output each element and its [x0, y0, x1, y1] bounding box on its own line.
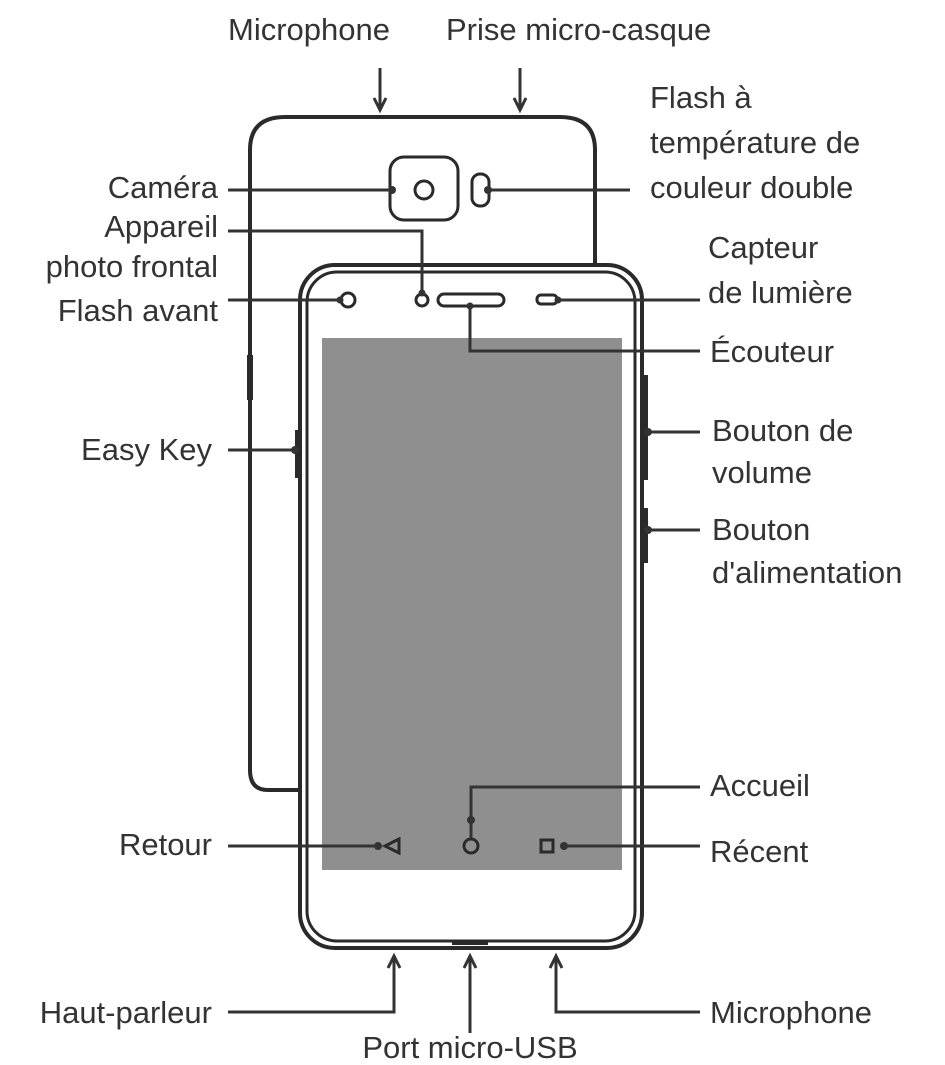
rear-camera-lens: [413, 179, 435, 201]
label-front-camera-1: Appareil: [104, 209, 218, 244]
label-earpiece: Écouteur: [710, 334, 834, 369]
leader-lines: [228, 68, 700, 1033]
label-speaker: Haut-parleur: [40, 995, 212, 1030]
label-camera: Caméra: [108, 170, 219, 205]
label-microphone-bottom: Microphone: [710, 995, 872, 1030]
label-power-1: Bouton: [712, 512, 810, 547]
label-volume-2: volume: [712, 455, 812, 490]
recent-key-icon: [539, 838, 555, 854]
label-easy-key: Easy Key: [81, 432, 212, 467]
rear-side-button: [247, 355, 253, 400]
volume-button: [640, 375, 648, 480]
label-power-2: d'alimentation: [712, 555, 902, 590]
power-button: [640, 508, 648, 563]
label-back: Retour: [119, 827, 212, 862]
label-dual-flash-3: couleur double: [650, 170, 853, 205]
label-light-sensor-1: Capteur: [708, 230, 818, 265]
label-microphone-top: Microphone: [228, 12, 390, 47]
label-front-flash: Flash avant: [58, 293, 219, 328]
back-key-icon: [381, 836, 401, 856]
screen: [322, 338, 622, 870]
home-key-icon: [462, 837, 480, 855]
label-usb-port: Port micro-USB: [362, 1030, 577, 1065]
label-volume-1: Bouton de: [712, 413, 853, 448]
label-front-camera-2: photo frontal: [46, 249, 218, 284]
label-dual-flash-2: température de: [650, 125, 860, 160]
label-home: Accueil: [710, 768, 810, 803]
label-headset-jack: Prise micro-casque: [446, 12, 711, 47]
label-light-sensor-2: de lumière: [708, 275, 853, 310]
easy-key-button: [295, 430, 302, 478]
label-recent: Récent: [710, 834, 809, 869]
label-dual-flash-1: Flash à: [650, 80, 752, 115]
